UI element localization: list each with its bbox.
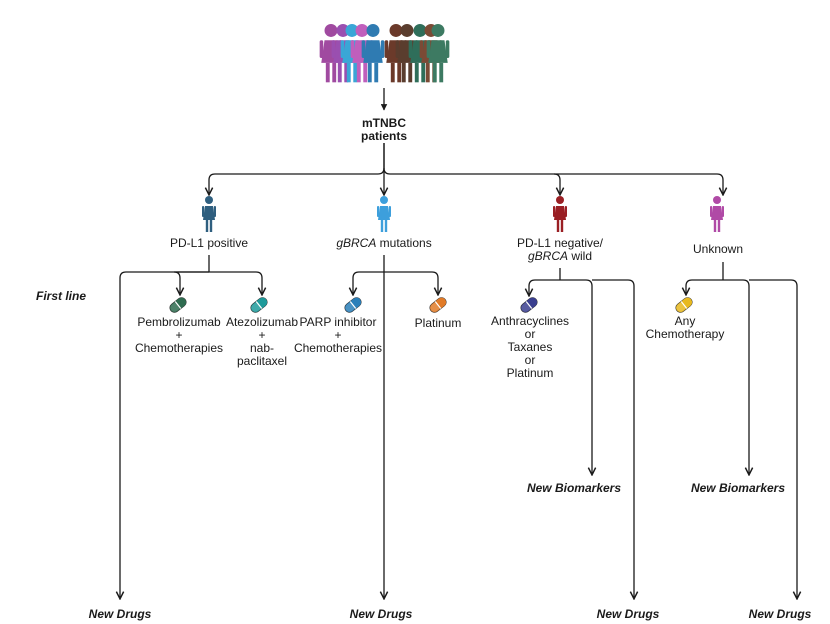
anthracyclines-pill-icon	[520, 297, 538, 313]
root-label-line1: mTNBC	[362, 116, 406, 130]
treatment-line: Any	[674, 314, 696, 328]
pdl1-negative-person-icon	[553, 196, 567, 232]
treatment-label-atezolizumab: Atezolizumab+nab-paclitaxel	[222, 316, 302, 368]
treatment-line: Atezolizumab	[225, 315, 299, 329]
outcome-new-biomarkers-unknown: New Biomarkers	[690, 481, 786, 495]
patients-crowd-icon	[319, 24, 450, 83]
gbrca-italic-text: gBRCA	[336, 236, 377, 250]
pdl1neg-to-anthra-connector	[529, 279, 560, 295]
unknown-to-biomarkers-connector	[723, 279, 749, 474]
root-label-line2: patients	[360, 129, 407, 143]
treatment-line: or	[524, 327, 536, 341]
root-to-pdl1neg-connector	[383, 167, 560, 194]
platinum-pill-icon	[429, 297, 447, 313]
pdl1neg-to-new-drugs-connector	[592, 279, 634, 598]
any-chemotherapy-pill-icon	[675, 297, 693, 313]
treatment-label-platinum: Platinum	[403, 317, 473, 330]
branch-label-gbrca: gBRCA mutations	[319, 237, 449, 250]
treatment-line: +	[175, 328, 183, 342]
pdl1neg-italic-text: gBRCA	[527, 249, 568, 263]
treatment-line: Chemotherapies	[134, 341, 224, 355]
pdl1pos-to-new-drugs-connector	[120, 271, 209, 598]
outcome-new-biomarkers-pdl1-negative: New Biomarkers	[526, 481, 622, 495]
treatment-line: Chemotherapy	[645, 327, 725, 341]
root-to-pdl1pos-connector	[209, 143, 385, 194]
atezolizumab-pill-icon	[250, 297, 268, 313]
root-to-unknown-connector	[554, 173, 723, 194]
treatment-label-parp-inhibitor: PARP inhibitor+Chemotherapies	[286, 316, 390, 355]
treatment-line: PARP inhibitor	[299, 315, 377, 329]
treatment-line: Pembrolizumab	[137, 315, 221, 329]
outcome-new-drugs-gbrca: New Drugs	[349, 607, 413, 621]
pembrolizumab-pill-icon	[169, 297, 187, 313]
first-line-label: First line	[36, 289, 87, 303]
outcome-new-drugs-pdl1-positive: New Drugs	[88, 607, 152, 621]
branch-label-pdl1-negative: PD-L1 negative/ gBRCA wild	[500, 237, 620, 263]
treatment-line: Platinum	[506, 366, 554, 380]
pdl1-positive-person-icon	[202, 196, 216, 232]
pdl1neg-label-line1: PD-L1 negative/	[516, 236, 604, 250]
treatment-line: +	[334, 328, 342, 342]
outcome-new-drugs-unknown: New Drugs	[748, 607, 812, 621]
parp-inhibitor-pill-icon	[344, 297, 362, 313]
pdl1neg-to-biomarkers-connector	[560, 279, 592, 474]
treatment-line: paclitaxel	[236, 354, 288, 368]
treatment-line: +	[258, 328, 266, 342]
gbrca-label-rest: mutations	[376, 236, 432, 250]
gbrca-to-parp-connector	[353, 271, 384, 294]
pdl1neg-label-line2: gBRCA wild	[500, 250, 620, 263]
treatment-line: Chemotherapies	[293, 341, 383, 355]
unknown-to-chemo-connector	[686, 279, 723, 294]
pdl1pos-to-atezo-connector	[209, 271, 262, 294]
pdl1pos-to-pembro-connector	[173, 271, 209, 294]
treatment-line: nab-	[249, 341, 275, 355]
root-label: mTNBC patients	[344, 117, 424, 143]
gbrca-person-icon	[377, 196, 391, 232]
treatment-line: or	[524, 353, 536, 367]
treatment-line: Taxanes	[507, 340, 553, 354]
unknown-person-icon	[710, 196, 724, 232]
gbrca-to-platinum-connector	[384, 271, 438, 294]
branch-label-pdl1-positive: PD-L1 positive	[169, 236, 249, 250]
treatment-label-pembrolizumab: Pembrolizumab+Chemotherapies	[129, 316, 229, 355]
connectors	[120, 88, 797, 598]
treatment-line: Platinum	[414, 316, 462, 330]
treatment-line: Anthracyclines	[490, 314, 570, 328]
outcome-new-drugs-pdl1-negative: New Drugs	[596, 607, 660, 621]
branch-label-unknown: Unknown	[692, 242, 744, 256]
pdl1neg-label-rest: wild	[568, 249, 593, 263]
unknown-to-new-drugs-connector	[749, 279, 797, 598]
